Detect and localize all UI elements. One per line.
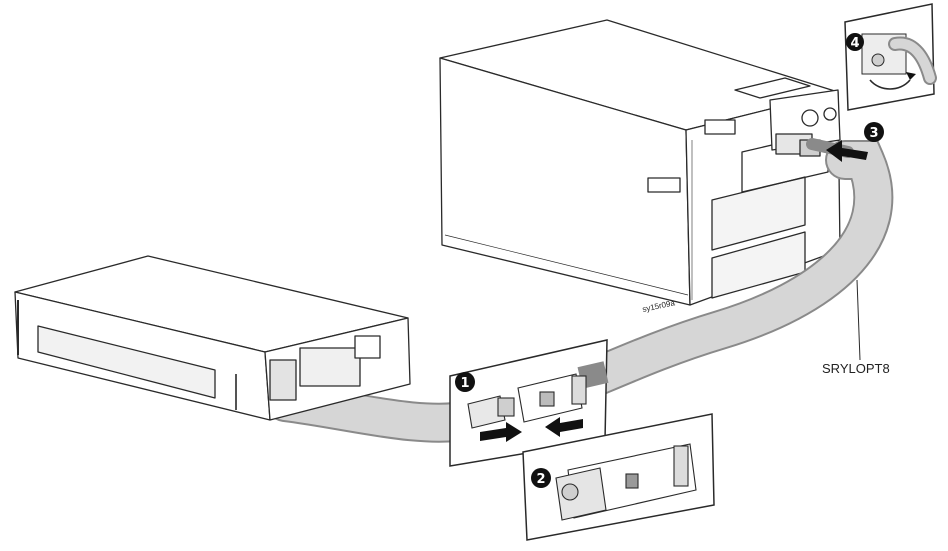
svg-text:1: 1: [460, 376, 469, 391]
ups-frame-unit: [439, 19, 841, 306]
figure-code: sy15r09a: [642, 298, 677, 314]
step-badge-2: 2: [531, 468, 551, 488]
plug-male: [467, 395, 515, 429]
svg-text:4: 4: [850, 36, 859, 51]
plug-locked: [555, 443, 697, 521]
cable-part-label: SRYLOPT8: [822, 361, 890, 376]
battery-module: [14, 255, 411, 421]
inset-step-1: [449, 339, 609, 467]
inset-step-4: [844, 3, 937, 111]
push-arrow-icon: [826, 140, 868, 162]
step-badge-4: 4: [846, 33, 864, 51]
step-badge-1: 1: [455, 372, 475, 392]
part-leader-line: [856, 279, 861, 361]
svg-text:3: 3: [869, 126, 878, 141]
inset-step-2: [522, 413, 715, 541]
step-badge-3: 3: [864, 122, 884, 142]
arrow-left-icon: [545, 417, 583, 437]
arrow-right-icon: [480, 422, 522, 442]
svg-text:2: 2: [536, 472, 545, 487]
plug-female: [517, 373, 587, 423]
rotate-arrow-icon: [906, 72, 916, 80]
